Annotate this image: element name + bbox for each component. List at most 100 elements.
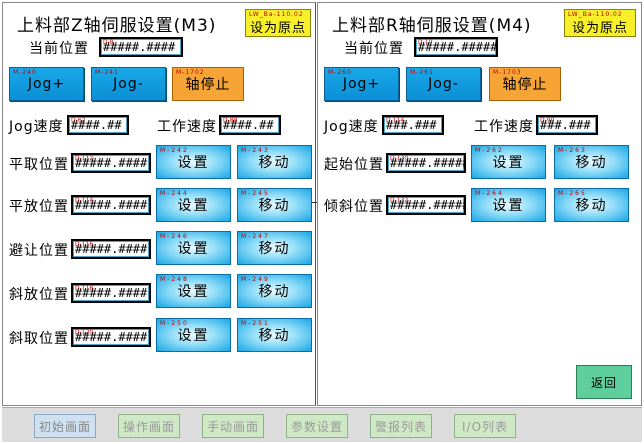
r-jog-minus-tag: M-261 xyxy=(410,69,434,76)
z-row-label: 斜取位置 xyxy=(9,331,69,347)
z-set-tag: M-250 xyxy=(160,320,189,327)
z-row-value-field[interactable]: D-116 #####.#### xyxy=(71,239,151,259)
z-position-value: #####.#### xyxy=(103,40,176,54)
z-row-move-button[interactable]: M-245 移动 xyxy=(237,188,312,222)
z-set-origin-button[interactable]: LW_Ba-110.02 设为原点 xyxy=(245,9,311,37)
r-work-speed-value: ###.### xyxy=(540,118,591,132)
z-move-label: 移动 xyxy=(258,328,291,344)
r-axis-panel: 上料部R轴伺服设置(M4) LW_Ba-110.02 设为原点 当前位置 D-1… xyxy=(317,2,642,406)
z-work-speed-field[interactable]: D-88 ####.## xyxy=(219,115,281,135)
r-move-label: 移动 xyxy=(575,155,608,171)
z-jog-speed-field[interactable]: D-62 ####.## xyxy=(67,115,129,135)
z-set-tag: M-248 xyxy=(160,276,189,283)
r-jog-plus-button[interactable]: M-260 Jog+ xyxy=(324,67,399,101)
r-work-speed-field[interactable]: D-90 ###.### xyxy=(536,115,598,135)
z-row-field-tag: D-120 xyxy=(75,329,94,336)
nav-io-list[interactable]: I/O列表 xyxy=(454,414,516,438)
z-set-label: 设置 xyxy=(177,198,210,214)
r-position-label: 当前位置 xyxy=(344,41,404,57)
r-position-tag: D-10 xyxy=(418,39,433,46)
r-jog-speed-tag: D-114 xyxy=(386,117,405,124)
r-row-value: #####.##### xyxy=(390,156,466,170)
z-row-field-tag: D-114 xyxy=(75,197,94,204)
z-row-value-field[interactable]: D-112 #####.#### xyxy=(71,153,151,173)
z-axis-panel: 上料部Z轴伺服设置(M3) LW_Ba-110.02 设为原点 当前位置 D-8… xyxy=(2,2,316,406)
z-row-move-button[interactable]: M-247 移动 xyxy=(237,231,312,265)
z-row-value-field[interactable]: D-118 #####.#### xyxy=(71,283,151,303)
z-row-move-button[interactable]: M-249 移动 xyxy=(237,274,312,308)
r-row-field-tag: D-132 xyxy=(390,197,409,204)
r-row-field-tag: D-130 xyxy=(390,155,409,162)
r-stop-tag: M-1703 xyxy=(493,69,522,76)
r-row-set-button[interactable]: M-262 设置 xyxy=(471,145,546,179)
z-set-tag: M-242 xyxy=(160,147,189,154)
z-row-move-button[interactable]: M-243 移动 xyxy=(237,145,312,179)
nav-initial-screen[interactable]: 初始画面 xyxy=(34,414,96,438)
r-row-value-field[interactable]: D-132 #####.##### xyxy=(386,195,466,215)
z-row-move-button[interactable]: M-251 移动 xyxy=(237,318,312,352)
z-row-field-tag: D-116 xyxy=(75,241,94,248)
r-jog-speed-field[interactable]: D-114 ###.### xyxy=(382,115,444,135)
r-row-move-button[interactable]: M-263 移动 xyxy=(554,145,629,179)
r-stop-label: 轴停止 xyxy=(502,77,548,93)
r-row-set-button[interactable]: M-264 设置 xyxy=(471,188,546,222)
z-move-tag: M-251 xyxy=(241,320,270,327)
r-row-move-button[interactable]: M-265 移动 xyxy=(554,188,629,222)
r-position-value: #####.##### xyxy=(418,40,498,54)
z-row-value-field[interactable]: D-120 #####.#### xyxy=(71,327,151,347)
z-row-set-button[interactable]: M-242 设置 xyxy=(156,145,231,179)
z-row-value-field[interactable]: D-114 #####.#### xyxy=(71,195,151,215)
z-set-tag: M-246 xyxy=(160,233,189,240)
z-row-set-button[interactable]: M-244 设置 xyxy=(156,188,231,222)
z-axis-title: 上料部Z轴伺服设置(M3) xyxy=(17,16,217,36)
r-row-label: 倾斜位置 xyxy=(324,199,384,215)
r-work-speed-tag: D-90 xyxy=(540,117,555,124)
r-origin-label: 设为原点 xyxy=(571,20,628,36)
nav-alarm-list[interactable]: 警报列表 xyxy=(370,414,432,438)
z-row-label: 平取位置 xyxy=(9,157,69,173)
z-move-tag: M-249 xyxy=(241,276,270,283)
z-work-speed-value: ####.## xyxy=(223,118,274,132)
r-row-label: 起始位置 xyxy=(324,157,384,173)
z-jog-minus-button[interactable]: M-241 Jog- xyxy=(91,67,166,101)
z-origin-tag: LW_Ba-110.02 xyxy=(249,11,304,18)
r-set-origin-button[interactable]: LW_Ba-110.02 设为原点 xyxy=(564,9,636,37)
z-move-label: 移动 xyxy=(258,155,291,171)
r-row-value-field[interactable]: D-130 #####.##### xyxy=(386,153,466,173)
r-axis-stop-button[interactable]: M-1703 轴停止 xyxy=(489,67,561,101)
z-row-set-button[interactable]: M-250 设置 xyxy=(156,318,231,352)
z-move-tag: M-243 xyxy=(241,147,270,154)
r-row-value: #####.##### xyxy=(390,198,466,212)
r-jog-speed-value: ###.### xyxy=(386,118,437,132)
z-origin-label: 设为原点 xyxy=(249,20,306,36)
z-row-value: #####.#### xyxy=(75,330,148,344)
r-move-tag: M-263 xyxy=(558,147,587,154)
z-row-value: #####.#### xyxy=(75,198,148,212)
z-axis-stop-button[interactable]: M-1702 轴停止 xyxy=(172,67,244,101)
z-move-tag: M-247 xyxy=(241,233,270,240)
z-row-set-button[interactable]: M-248 设置 xyxy=(156,274,231,308)
nav-manual-screen[interactable]: 手动画面 xyxy=(202,414,264,438)
back-label: 返回 xyxy=(590,375,617,390)
z-set-tag: M-244 xyxy=(160,190,189,197)
z-jog-plus-tag: M-240 xyxy=(13,69,37,76)
z-set-label: 设置 xyxy=(177,284,210,300)
r-work-speed-label: 工作速度 xyxy=(474,119,534,135)
r-set-label: 设置 xyxy=(492,198,525,214)
z-jog-speed-tag: D-62 xyxy=(71,117,86,124)
z-set-label: 设置 xyxy=(177,241,210,257)
z-move-label: 移动 xyxy=(258,241,291,257)
z-row-set-button[interactable]: M-246 设置 xyxy=(156,231,231,265)
back-button[interactable]: 返回 xyxy=(576,365,632,399)
z-stop-tag: M-1702 xyxy=(176,69,205,76)
z-position-field: D-8 #####.#### xyxy=(99,37,183,57)
r-jog-plus-tag: M-260 xyxy=(328,69,352,76)
z-jog-plus-button[interactable]: M-240 Jog+ xyxy=(9,67,84,101)
r-move-label: 移动 xyxy=(575,198,608,214)
nav-parameter-settings[interactable]: 参数设置 xyxy=(286,414,348,438)
z-work-speed-label: 工作速度 xyxy=(157,119,217,135)
r-jog-minus-button[interactable]: M-261 Jog- xyxy=(406,67,481,101)
z-move-label: 移动 xyxy=(258,284,291,300)
z-row-value: #####.#### xyxy=(75,286,148,300)
nav-operation-screen[interactable]: 操作画面 xyxy=(118,414,180,438)
